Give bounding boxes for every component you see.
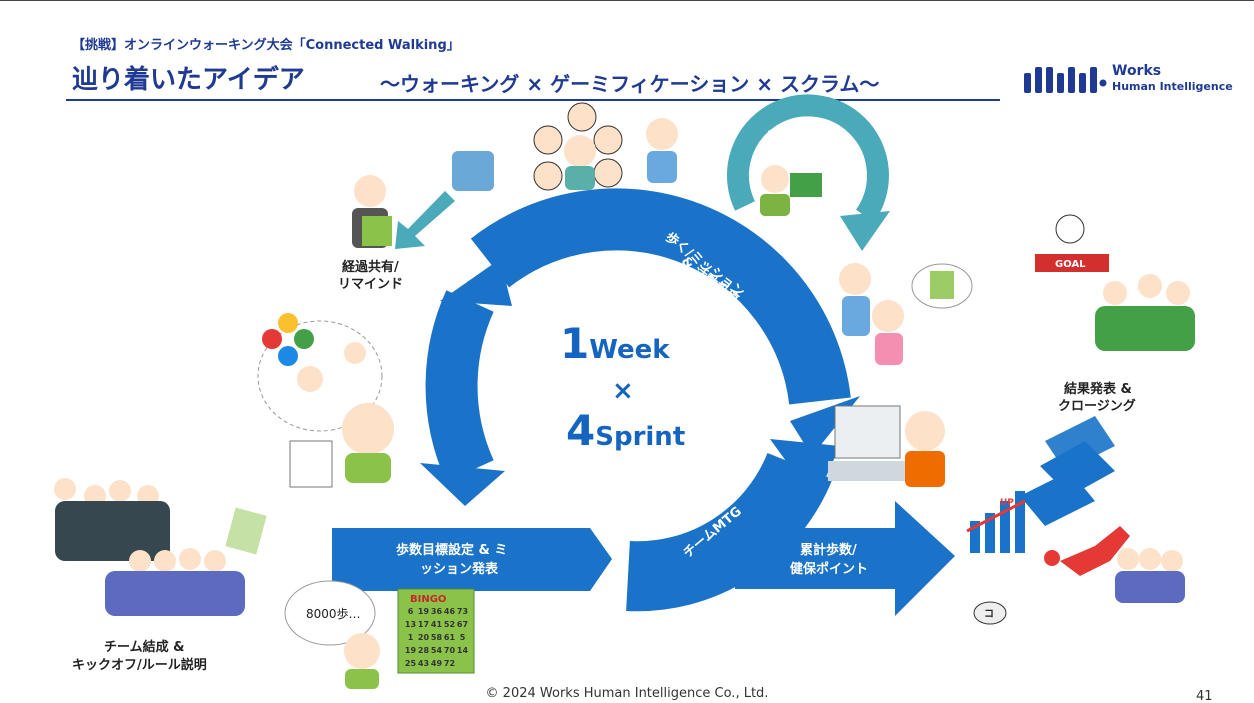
cumulative-label-2: 健保ポイント bbox=[790, 562, 869, 577]
step-input-label: 歩数入力 bbox=[766, 129, 815, 143]
progress-label-2: リマインド bbox=[338, 277, 404, 292]
cycle-arc-team-mtg bbox=[626, 439, 840, 612]
bingo-cell: 36 bbox=[430, 607, 443, 616]
bingo-cell: 61 bbox=[443, 633, 456, 642]
goal-ribbon-text: GOAL bbox=[1055, 259, 1086, 270]
center-sprint-word: Sprint bbox=[595, 422, 686, 452]
center-week-number: 1 bbox=[560, 319, 590, 368]
bingo-cell: 1 bbox=[407, 633, 414, 642]
progress-label-1: 経過共有/ bbox=[342, 260, 399, 275]
footer-copyright: © 2024 Works Human Intelligence Co., Ltd… bbox=[485, 686, 769, 701]
step-input-arrow bbox=[727, 94, 890, 251]
bingo-cell: 25 bbox=[404, 659, 417, 668]
bingo-cell: 43 bbox=[417, 659, 430, 668]
bingo-cell: 58 bbox=[430, 633, 443, 642]
slide-title: 辿り着いたアイデア bbox=[72, 65, 305, 95]
cumulative-label-1: 累計歩数/ bbox=[800, 543, 857, 558]
progress-share-arrow bbox=[395, 191, 455, 249]
results-label-1: 結果発表 & bbox=[1064, 382, 1132, 397]
title-underline bbox=[66, 99, 1000, 101]
bingo-cell: 5 bbox=[459, 633, 466, 642]
cumulative-arrow bbox=[735, 501, 955, 616]
slide-subtitle: 【挑戦】オンラインウォーキング大会「Connected Walking」 bbox=[72, 38, 460, 53]
logo-text-works: Works bbox=[1112, 63, 1162, 79]
bingo-cell: 13 bbox=[404, 620, 417, 629]
center-week: 1Week bbox=[560, 319, 700, 368]
kickoff-label-2: キックオフ/ルール説明 bbox=[72, 658, 207, 673]
bingo-cell: 17 bbox=[417, 620, 430, 629]
goal-setting-arrow bbox=[332, 528, 612, 591]
bingo-cell: 19 bbox=[404, 646, 417, 655]
bingo-cell: 14 bbox=[456, 646, 469, 655]
bingo-cell: 6 bbox=[407, 607, 414, 616]
bingo-cell: 54 bbox=[430, 646, 443, 655]
bingo-cell: 67 bbox=[456, 620, 469, 629]
bingo-cell: 28 bbox=[417, 646, 430, 655]
bingo-cell: 72 bbox=[443, 659, 456, 668]
coin-text: コ bbox=[984, 609, 994, 620]
bingo-cell: 41 bbox=[430, 620, 443, 629]
steps-bubble-text: 8000歩… bbox=[306, 607, 361, 621]
page-number: 41 bbox=[1196, 689, 1213, 703]
logo-text-hi: Human Intelligence bbox=[1112, 80, 1233, 93]
people-illustrations bbox=[54, 102, 1195, 689]
center-sprint-number: 4 bbox=[566, 406, 596, 455]
center-week-word: Week bbox=[589, 335, 670, 365]
bingo-title-text: BINGO bbox=[410, 594, 447, 605]
goal-setting-label-2: ッション発表 bbox=[420, 562, 499, 577]
bingo-cell: 73 bbox=[456, 607, 469, 616]
results-label-2: クロージング bbox=[1058, 399, 1136, 414]
goal-setting-label-1: 歩数目標設定 & ミ bbox=[396, 543, 508, 558]
results-chevrons bbox=[1020, 416, 1115, 526]
bingo-cell: 19 bbox=[417, 607, 430, 616]
company-logo: Works Human Intelligence bbox=[1024, 63, 1234, 97]
bingo-cell: 70 bbox=[443, 646, 456, 655]
bingo-cell: 20 bbox=[417, 633, 430, 642]
arc-reflect-label: ふりかえり bbox=[481, 355, 496, 421]
slide-title-sub: ～ウォーキング × ゲーミフィケーション × スクラム～ bbox=[380, 72, 880, 96]
kickoff-label-1: チーム結成 & bbox=[104, 640, 185, 655]
bingo-cell: 52 bbox=[443, 620, 456, 629]
chart-up-text: UP bbox=[1000, 498, 1014, 508]
bingo-cell: 46 bbox=[443, 607, 456, 616]
center-sprint: 4Sprint bbox=[566, 406, 726, 455]
cycle-arc-reflect bbox=[420, 259, 512, 506]
bingo-cell: 49 bbox=[430, 659, 443, 668]
center-times: × bbox=[612, 376, 634, 406]
logo-bars-icon bbox=[1024, 67, 1107, 93]
